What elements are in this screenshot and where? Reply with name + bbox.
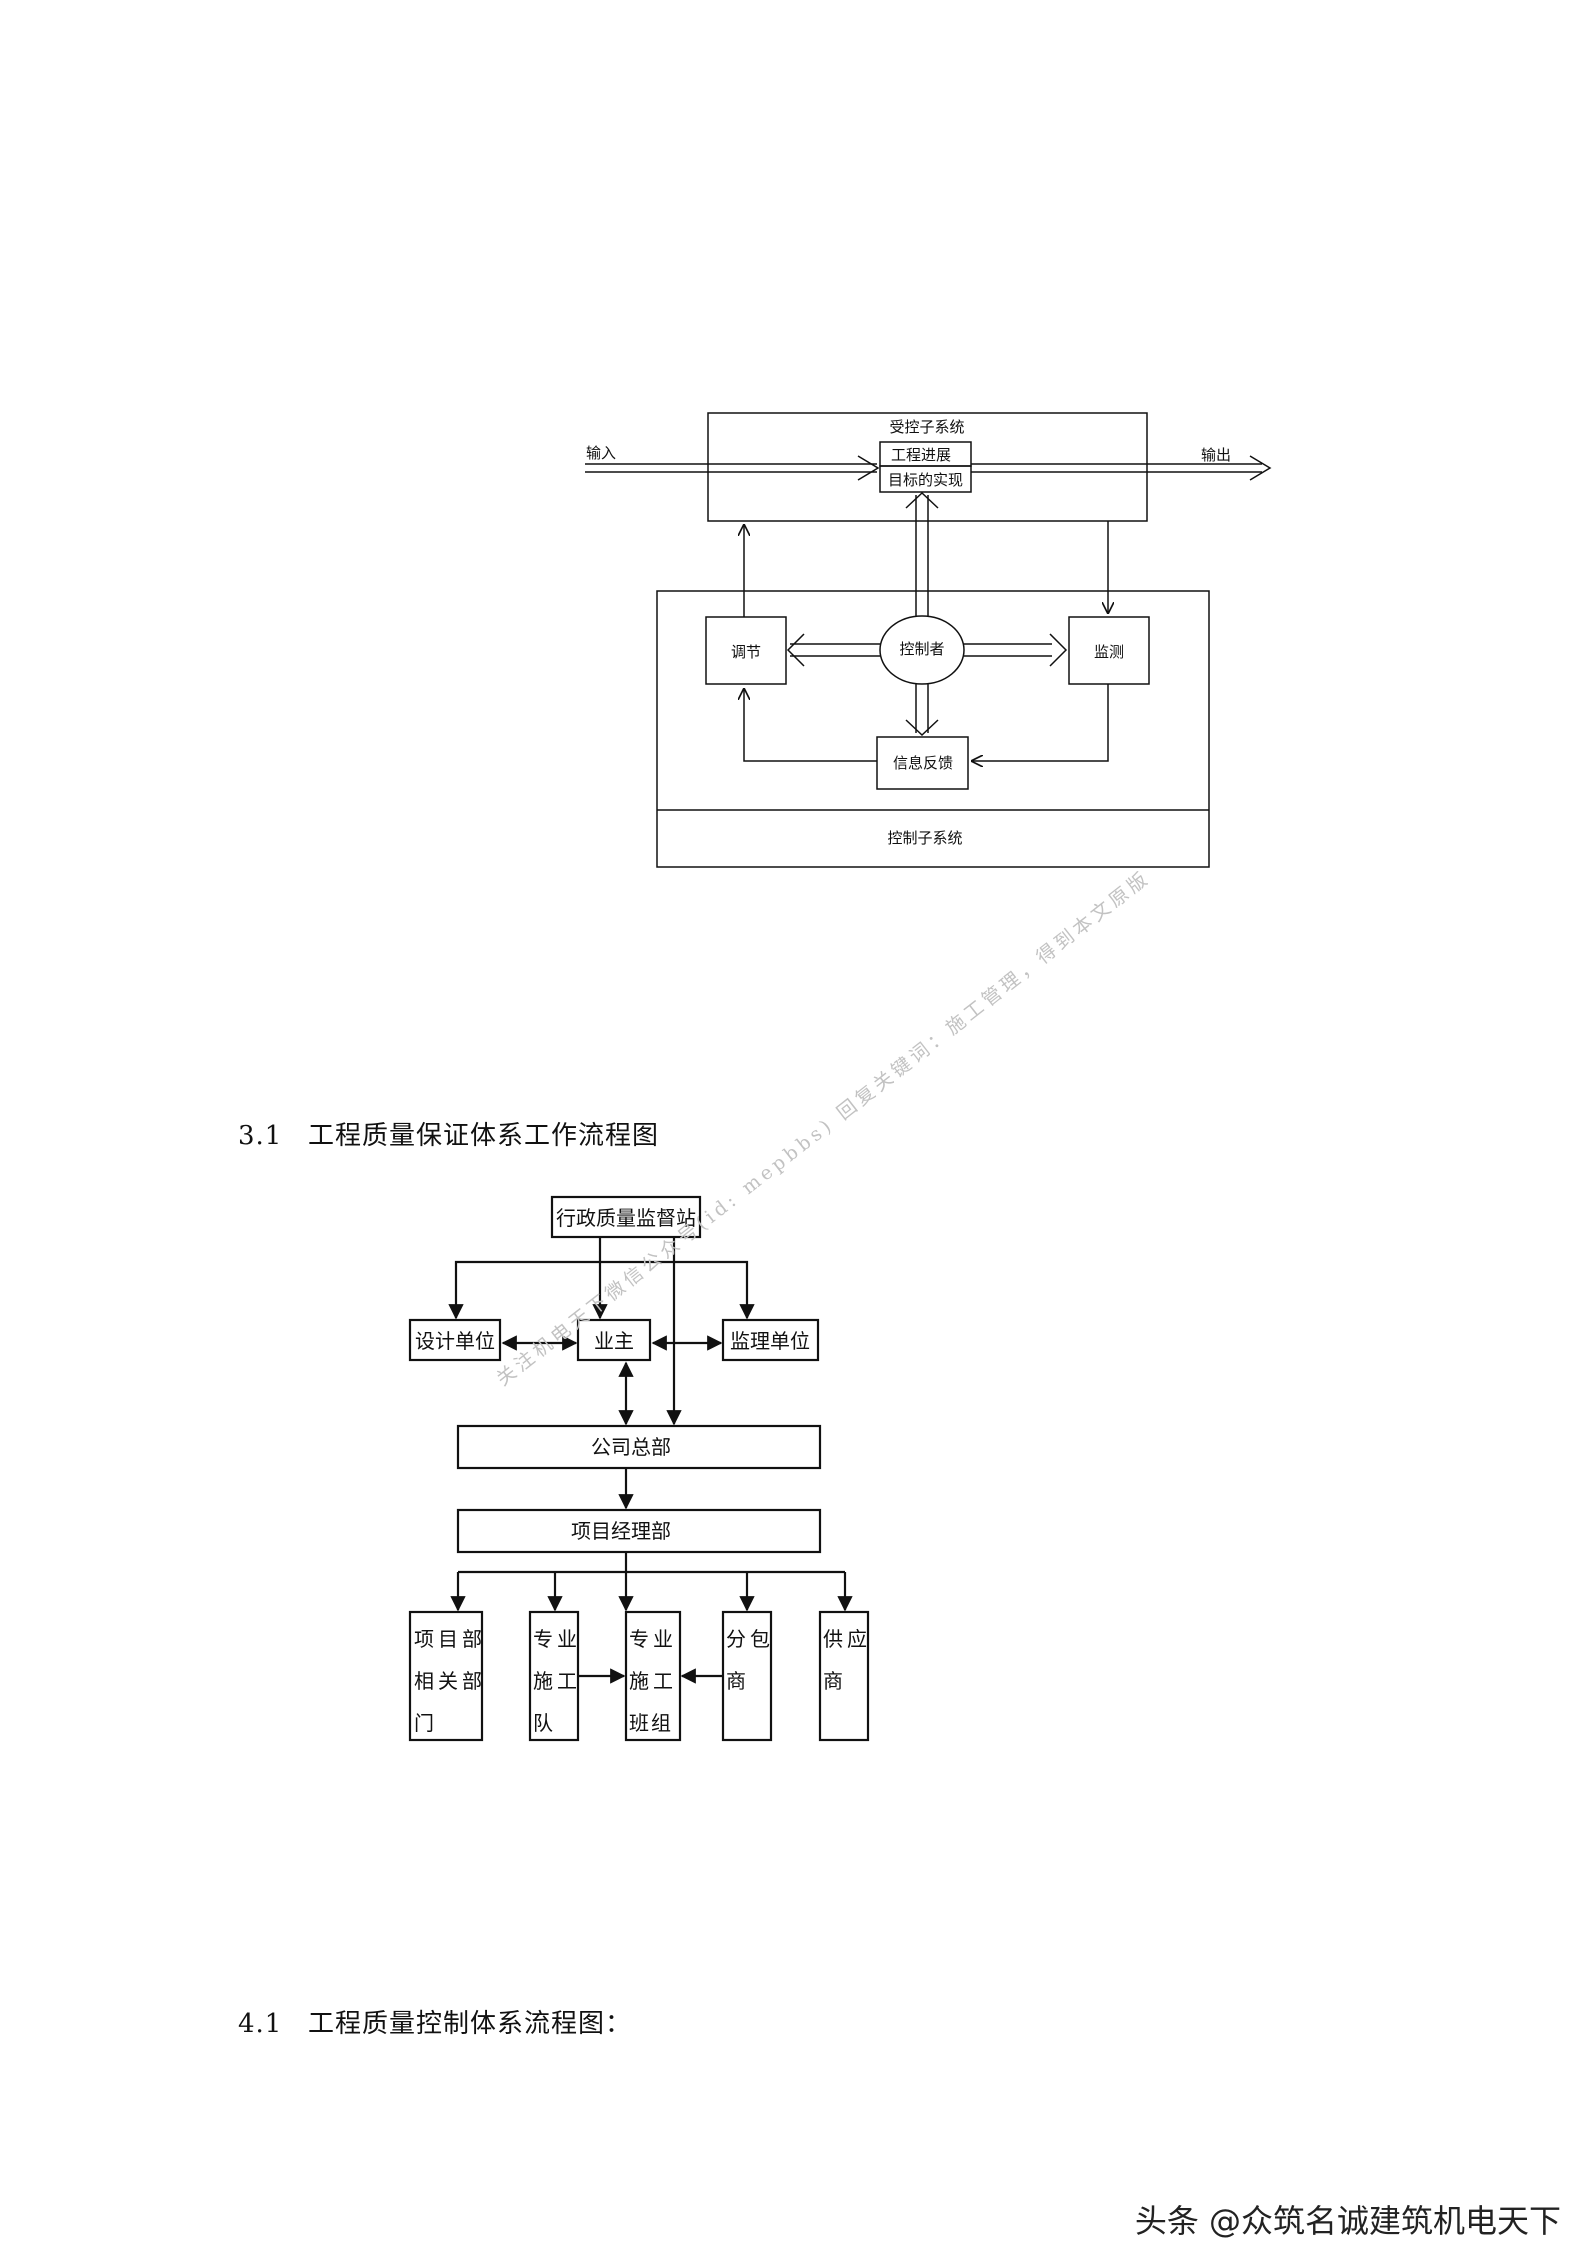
feedback-box	[876, 736, 969, 790]
goal-label: 目标的实现	[888, 471, 963, 489]
monitor-label: 监测	[1094, 643, 1124, 661]
leaf-3-line-2: 施工	[629, 1669, 677, 1693]
supervision-station-label: 行政质量监督站	[556, 1206, 696, 1230]
progress-label: 工程进展	[891, 446, 951, 464]
supervision-unit-label: 监理单位	[730, 1329, 810, 1353]
adjust-label: 调节	[731, 643, 761, 661]
leaf-4-line-1: 分包	[726, 1627, 774, 1651]
controller-ellipse	[879, 615, 965, 685]
goal-box	[879, 465, 972, 493]
leaf-2-line-3: 队	[533, 1711, 557, 1735]
owner-label: 业主	[594, 1329, 634, 1353]
section-number: 3.1	[238, 1121, 283, 1151]
company-hq-label: 公司总部	[591, 1435, 671, 1459]
project-dept-label: 项目经理部	[571, 1519, 671, 1543]
leaf-box-1	[408, 1610, 484, 1742]
design-unit-label: 设计单位	[415, 1329, 495, 1353]
section-number: 4.1	[238, 2009, 283, 2039]
owner-box	[576, 1318, 652, 1362]
section-title: 工程质量保证体系工作流程图	[308, 1121, 660, 1151]
output-arrow-icon	[1249, 455, 1272, 481]
leaf-3-line-1: 专业	[629, 1627, 677, 1651]
footer-brand: 头条 @众筑名诚建筑机电天下	[1134, 2202, 1561, 2240]
controlled-subsystem-label: 受控子系统	[889, 418, 964, 436]
leaf-4-line-2: 商	[726, 1669, 750, 1693]
section-3-1-heading: 3.1 工程质量保证体系工作流程图	[238, 1115, 659, 1152]
leaf-1-line-2: 相关部	[414, 1669, 486, 1693]
output-label: 输出	[1201, 446, 1231, 464]
control-subsystem-label: 控制子系统	[887, 829, 962, 847]
leaf-1-line-3: 门	[414, 1711, 438, 1735]
leaf-2-line-2: 施工	[533, 1669, 581, 1693]
leaf-5-line-1: 供应	[823, 1627, 871, 1651]
section-4-1-heading: 4.1 工程质量控制体系流程图：	[238, 2003, 632, 2040]
design-unit-box	[408, 1318, 502, 1362]
feedback-label: 信息反馈	[893, 754, 953, 772]
leaf-1-line-1: 项目部	[414, 1627, 486, 1651]
control-subsystem-box	[656, 590, 1210, 868]
control-system-diagram: 受控子系统 工程进展 目标的实现 输入 输出 调节 控制者 监测 信息反馈 控制…	[585, 412, 1272, 868]
supervision-unit-box	[721, 1318, 820, 1362]
leaf-box-3	[624, 1610, 682, 1742]
project-dept-box	[456, 1508, 822, 1554]
input-arrow-icon	[857, 455, 880, 481]
leaf-3-line-3: 班组	[629, 1711, 673, 1735]
adjust-box	[705, 616, 787, 685]
section-title: 工程质量控制体系流程图：	[308, 2009, 633, 2039]
supervision-station-box	[550, 1195, 702, 1239]
controller-label: 控制者	[899, 640, 944, 658]
leaf-box-5	[818, 1610, 870, 1742]
leaf-5-line-2: 商	[823, 1669, 847, 1693]
input-label: 输入	[586, 444, 616, 462]
monitor-box	[1068, 616, 1150, 685]
company-hq-box	[456, 1424, 822, 1470]
qa-flow-diagram: 行政质量监督站 设计单位 业主 监理单位 公司总部 项目经理部 项目部 相关部 …	[408, 1195, 871, 1742]
leaf-2-line-1: 专业	[533, 1627, 581, 1651]
